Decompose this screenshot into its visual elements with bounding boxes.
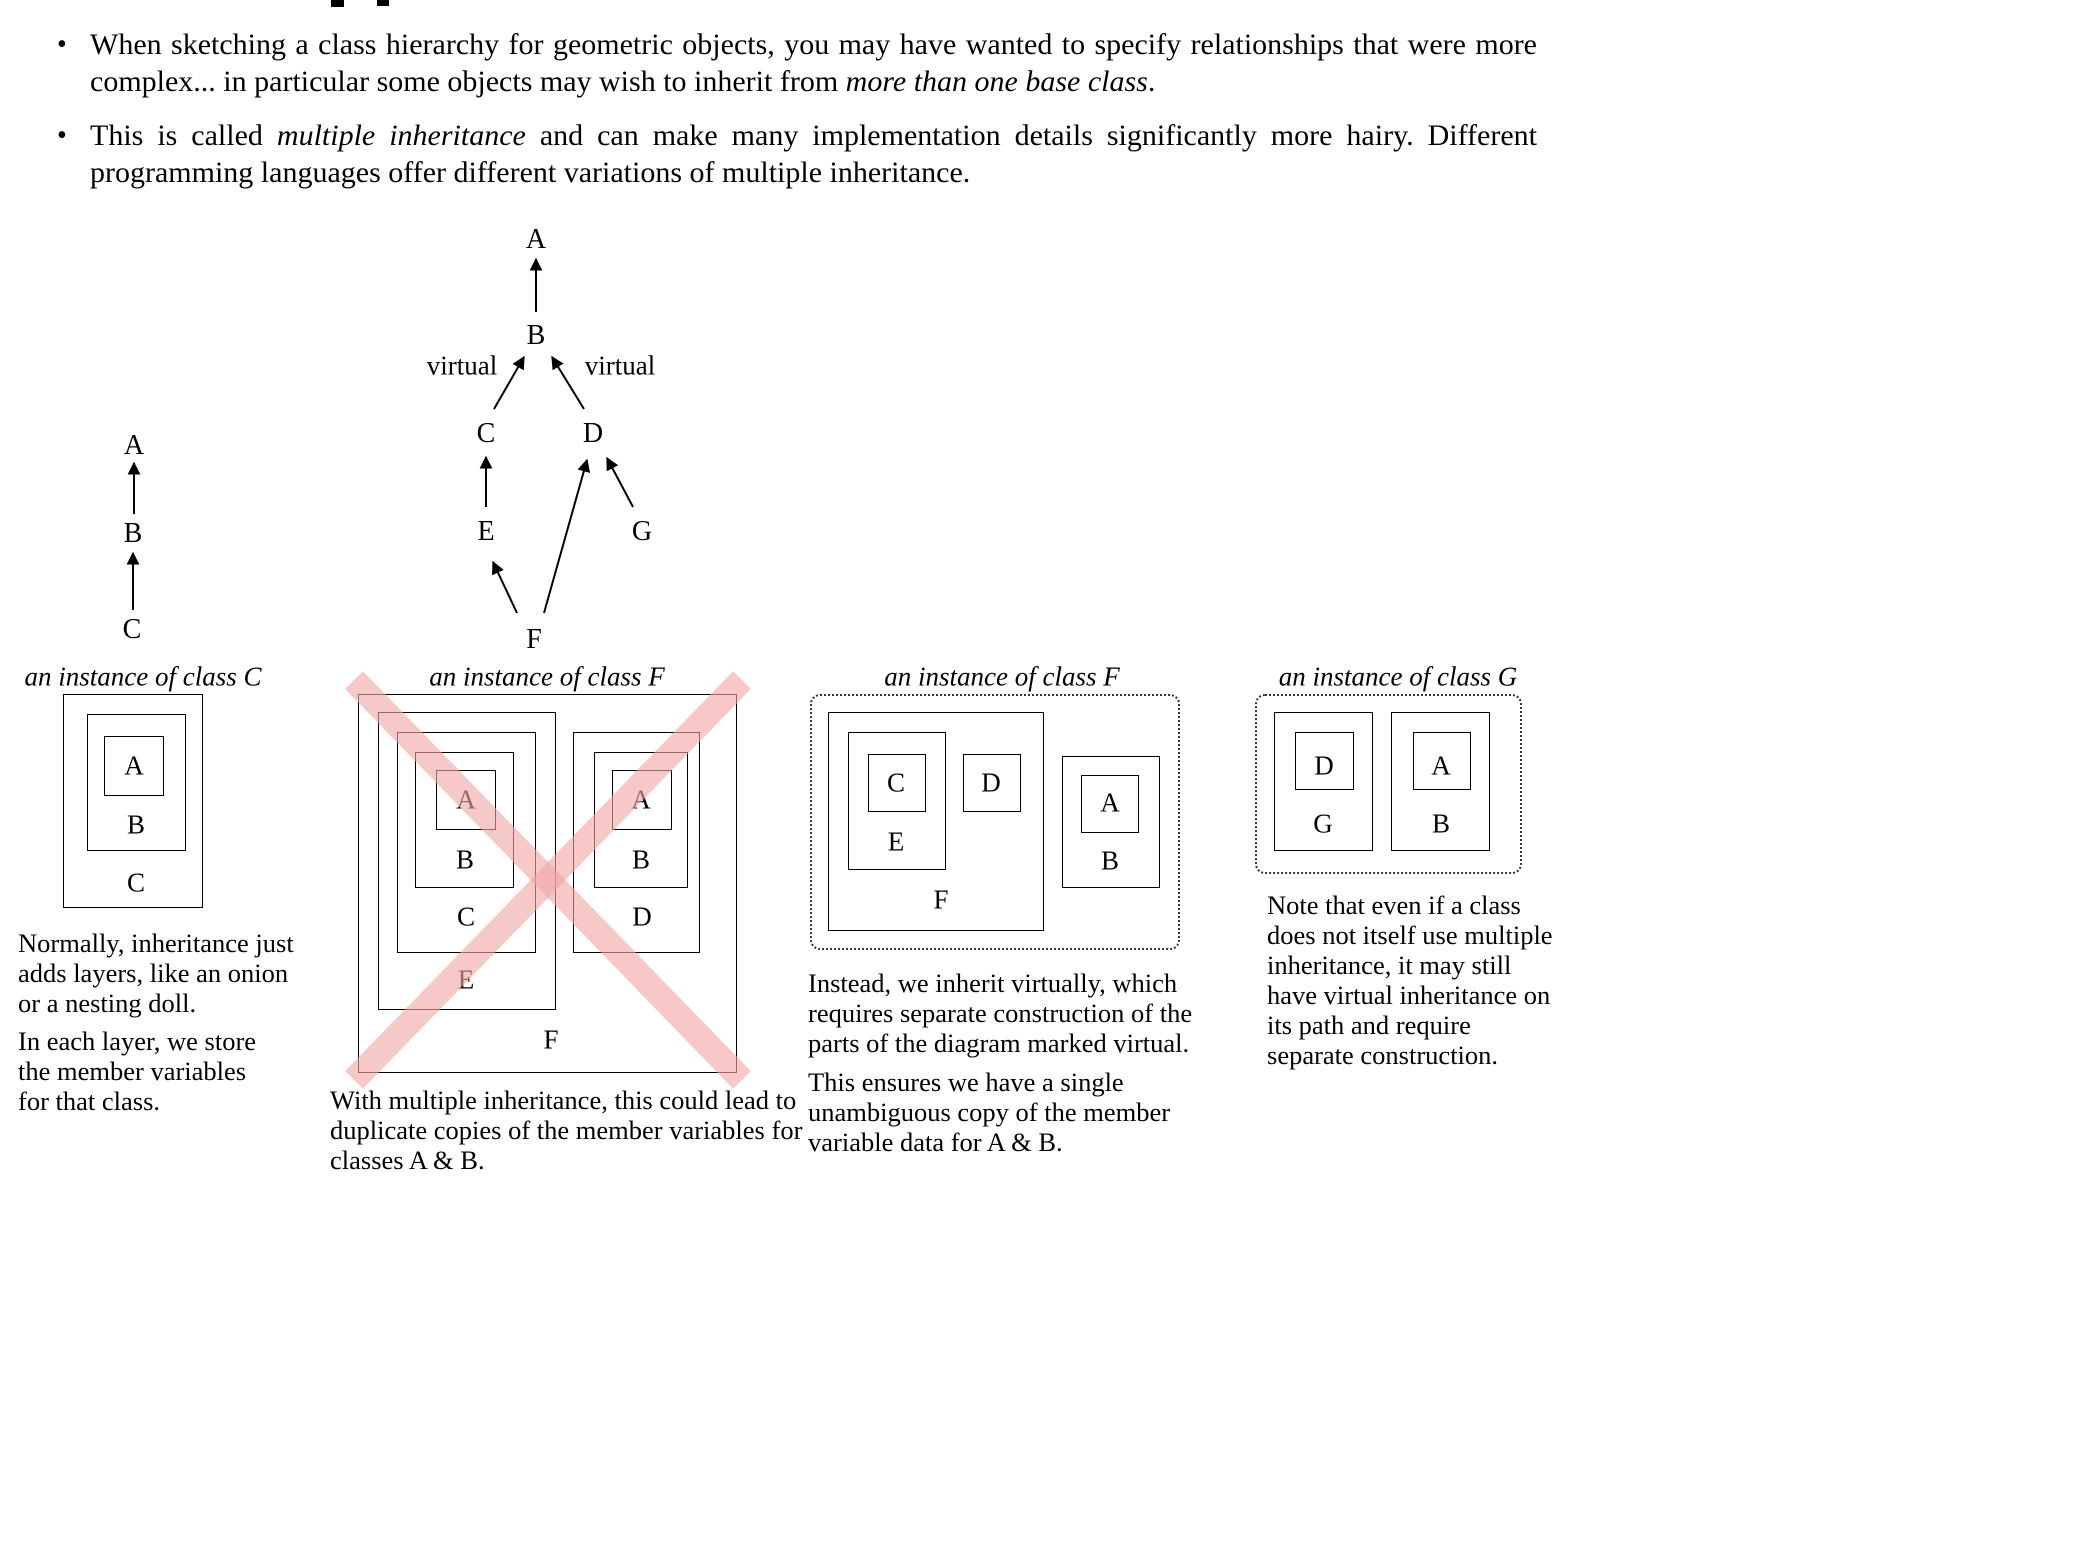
- panel2-label-a-right: A: [631, 784, 651, 815]
- panel1-note-2: In each layer, we store the member varia…: [18, 1026, 257, 1116]
- panel1-caption: an instance of class C: [24, 661, 262, 692]
- bullet-marker: •: [57, 120, 67, 151]
- panel1-label-c: C: [126, 867, 146, 898]
- panel3-box-a: [1081, 775, 1139, 833]
- panel2-note: With multiple inheritance, this could le…: [330, 1085, 803, 1175]
- diamond-node-f: F: [526, 624, 542, 655]
- panel3-dotted-border: [810, 694, 1180, 950]
- bullet-item-2: • This is called multiple inheritance an…: [57, 117, 1537, 191]
- bullet-text-1: When sketching a class hierarchy for geo…: [90, 26, 1537, 100]
- panel3-box-d: [963, 754, 1021, 812]
- panel1-label-b: B: [126, 809, 146, 840]
- bullet-marker: •: [57, 29, 67, 60]
- panel4-box-d: [1295, 732, 1354, 790]
- bullet-2-pre: This is called: [90, 119, 277, 152]
- panel3-label-e: E: [887, 826, 905, 857]
- panel4-label-g: G: [1313, 808, 1333, 839]
- diamond-node-e: E: [477, 516, 495, 547]
- panel1-box-a: [104, 736, 164, 796]
- panel3-note-2: This ensures we have a single unambiguou…: [808, 1067, 1171, 1157]
- arrow-d-to-b-virtual: [551, 355, 585, 410]
- panel3-caption: an instance of class F: [884, 661, 1120, 692]
- bullet-2-emphasis: multiple inheritance: [276, 119, 526, 152]
- panel1-label-a: A: [124, 750, 144, 781]
- bullet-1-pre: When sketching a class hierarchy for geo…: [90, 28, 1537, 98]
- cropped-heading-fragment: [331, 0, 344, 7]
- chain-node-a: A: [123, 430, 145, 461]
- panel2-label-a-left: A: [456, 784, 476, 815]
- panel4-label-a: A: [1431, 750, 1451, 781]
- panel3-label-d: D: [981, 767, 1001, 798]
- panel3-box-c: [868, 754, 926, 812]
- panel1-box-c: [63, 694, 203, 908]
- arrow-g-to-d: [606, 456, 634, 508]
- panel2-label-e: E: [457, 964, 475, 995]
- panel2-label-b-left: B: [455, 844, 475, 875]
- panel3-box-e: [848, 732, 946, 870]
- virtual-label-right: virtual: [584, 350, 656, 381]
- bullet-1-emphasis: more than one base class: [845, 65, 1148, 98]
- panel4-dotted-border: [1255, 694, 1522, 874]
- bullet-text-2: This is called multiple inheritance and …: [90, 117, 1537, 191]
- hierarchy-arrows: [126, 257, 634, 614]
- panel2-caption: an instance of class F: [429, 661, 665, 692]
- panel3-box-f: [828, 712, 1044, 931]
- panel3-label-f: F: [933, 884, 949, 915]
- diamond-node-g: G: [631, 516, 653, 547]
- panel2-label-f: F: [543, 1024, 559, 1055]
- virtual-label-left: virtual: [426, 350, 498, 381]
- panel2-label-c: C: [456, 901, 476, 932]
- chain-node-c: C: [122, 614, 142, 645]
- panel4-label-b: B: [1431, 808, 1451, 839]
- panel4-label-d: D: [1314, 750, 1334, 781]
- arrow-f-to-e: [492, 560, 518, 614]
- arrow-c-to-b-virtual: [493, 355, 525, 410]
- panel3-note-1: Instead, we inherit virtually, which req…: [808, 968, 1193, 1058]
- panel4-box-g: [1274, 712, 1373, 851]
- diamond-node-a: A: [525, 224, 547, 255]
- panel3-label-a: A: [1100, 787, 1120, 818]
- panel1-box-b: [87, 714, 186, 851]
- panel4-caption: an instance of class G: [1278, 661, 1518, 692]
- bullet-item-1: • When sketching a class hierarchy for g…: [57, 26, 1537, 100]
- panel3-label-b: B: [1100, 845, 1120, 876]
- panel2-label-b-right: B: [631, 844, 651, 875]
- bullet-2-post: and can make many implementation details…: [90, 119, 1537, 189]
- panel4-box-a: [1413, 732, 1471, 790]
- diamond-node-d: D: [582, 418, 604, 449]
- chain-node-b: B: [123, 518, 143, 549]
- panel2-label-d: D: [632, 901, 652, 932]
- arrow-f-to-d: [543, 458, 591, 614]
- panel1-note-1: Normally, inheritance just adds layers, …: [18, 928, 294, 1018]
- panel4-note: Note that even if a class does not itsel…: [1267, 890, 1553, 1070]
- panel3-box-b: [1062, 756, 1160, 888]
- panel3-label-c: C: [886, 767, 906, 798]
- panel4-box-b: [1391, 712, 1490, 851]
- cropped-heading-fragment: [377, 0, 389, 6]
- diamond-node-b: B: [526, 320, 546, 351]
- diamond-node-c: C: [476, 418, 496, 449]
- bullet-1-post: .: [1147, 65, 1156, 98]
